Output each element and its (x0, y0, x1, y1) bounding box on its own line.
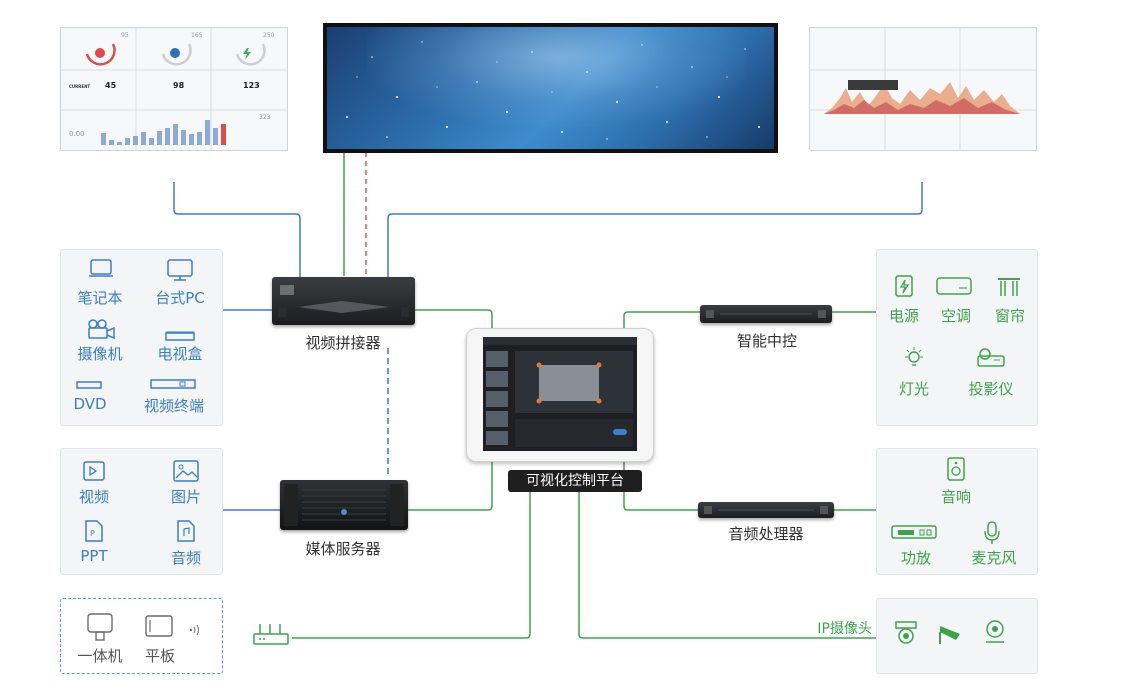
media-server-device (280, 480, 408, 530)
audio-label-amplifier: 功放 (900, 549, 931, 567)
source-label-desktop: 台式PC (155, 289, 205, 307)
dvd-icon (76, 381, 102, 389)
terminal-label-tablet: 平板 (144, 647, 175, 665)
media-label-ppt: PPT (80, 547, 108, 565)
star-field (346, 41, 760, 140)
speaker-icon (947, 457, 965, 481)
laptop-icon (89, 259, 113, 277)
center-display-wall (323, 23, 778, 153)
media-files-panel (60, 448, 223, 575)
power-icon (895, 275, 913, 297)
source-label-tv-box: 电视盒 (157, 345, 203, 363)
audio-processor-label: 音频处理器 (728, 525, 804, 543)
tv-box-icon (165, 331, 195, 341)
central-control-device (700, 305, 832, 323)
readout-1: 45 (105, 81, 117, 90)
source-label-camera: 摄像机 (77, 345, 123, 363)
audio-label-microphone: 麦克风 (971, 549, 1017, 567)
control-label-curtain: 窗帘 (994, 307, 1025, 325)
all-in-one-icon (87, 613, 113, 641)
microphone-icon (984, 521, 1000, 544)
ip-camera-label: IP摄像头 (817, 621, 872, 637)
control-label-power: 电源 (888, 307, 919, 325)
gauge-value-2: 165 (191, 32, 203, 39)
light-icon (905, 347, 923, 366)
router-icon (253, 624, 289, 645)
audio-file-icon (177, 520, 195, 542)
tablet-icon (145, 615, 173, 637)
video-sources-panel (60, 249, 223, 426)
central-control-front (706, 310, 826, 318)
control-label-ac: 空调 (940, 307, 971, 325)
audio-label-speaker: 音响 (940, 488, 971, 506)
area-chart-graphic (810, 28, 1036, 150)
audio-devices-panel (876, 448, 1038, 575)
readout-3: 123 (243, 81, 260, 90)
media-server-label: 媒体服务器 (305, 540, 381, 558)
video-splicer-label: 视频拼接器 (305, 334, 381, 352)
readout-2: 98 (173, 81, 185, 90)
monitor-icon (167, 259, 193, 281)
current-label: CURRENT (69, 84, 91, 89)
media-label-video: 视频 (78, 488, 109, 506)
dome-camera-icon (895, 621, 917, 644)
central-control-label: 智能中控 (736, 332, 797, 350)
webcam-icon (986, 620, 1004, 643)
video-camera-icon (88, 319, 115, 340)
dashboard-graphic (61, 28, 287, 150)
left-display-wall: 95 165 250 CURRENT 45 98 123 0.00 323 (60, 27, 288, 151)
audio-processor-device (698, 502, 834, 518)
control-platform-label: 可视化控制平台 (508, 470, 642, 492)
source-label-video-terminal: 视频终端 (143, 397, 204, 415)
air-conditioner-icon (936, 277, 972, 295)
svg-text:P: P (90, 529, 95, 538)
platform-ui-graphic (483, 337, 637, 447)
media-server-front-panel (284, 484, 404, 526)
control-label-projector: 投影仪 (968, 380, 1014, 398)
ppt-file-icon: P (85, 520, 103, 542)
video-terminal-icon (150, 379, 196, 389)
control-platform-screen (483, 337, 637, 451)
projector-icon (977, 348, 1005, 367)
terminal-label-all-in-one: 一体机 (77, 647, 123, 665)
amplifier-icon (891, 525, 937, 539)
video-file-icon (83, 461, 105, 481)
control-label-light: 灯光 (898, 380, 929, 398)
right-display-wall (809, 27, 1037, 151)
bullet-camera-icon (939, 626, 960, 644)
source-label-dvd: DVD (73, 395, 107, 413)
media-label-audio: 音频 (170, 549, 201, 567)
source-label-laptop: 笔记本 (77, 289, 123, 307)
right-value: 323 (259, 114, 271, 121)
gauge-value-1: 95 (121, 32, 129, 39)
mobile-terminals-panel (60, 598, 223, 674)
curtain-icon (998, 278, 1020, 296)
image-file-icon (173, 460, 199, 482)
gauge-value-3: 250 (263, 32, 275, 39)
media-label-image: 图片 (170, 488, 201, 506)
audio-processor-front (704, 506, 828, 514)
splicer-front-panel (278, 285, 409, 317)
wireless-signal-icon (189, 624, 199, 636)
left-value: 0.00 (69, 130, 85, 138)
video-splicer-device (272, 277, 415, 325)
control-platform-tablet[interactable] (466, 328, 654, 462)
